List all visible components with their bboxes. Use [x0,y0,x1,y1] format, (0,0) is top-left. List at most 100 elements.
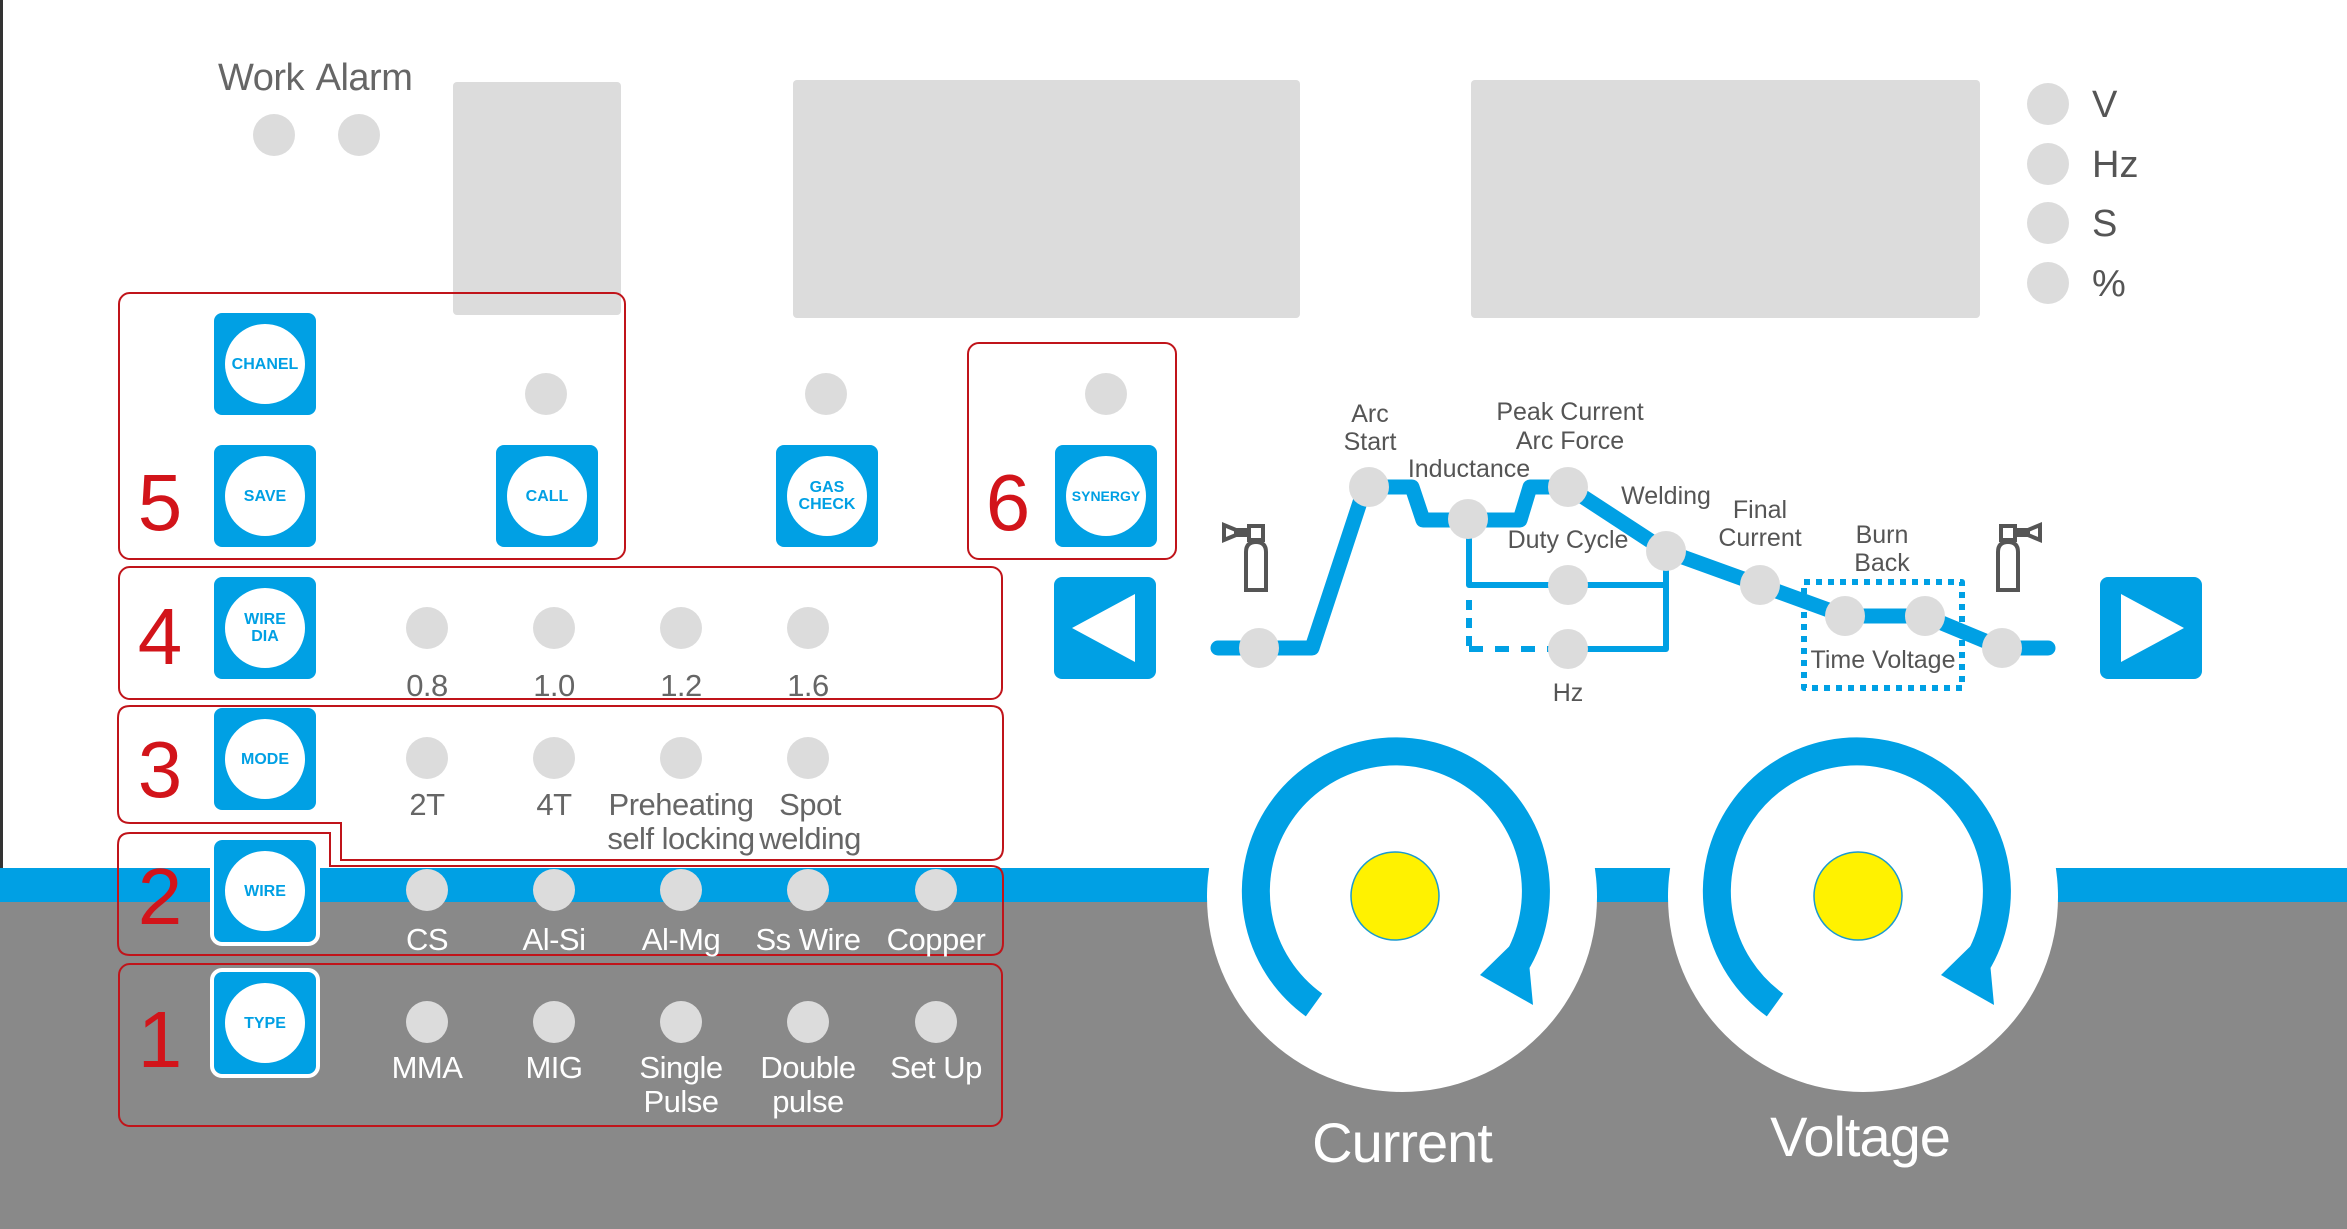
wire-dia-option-0: 0.8 [406,668,448,703]
burn-back-voltage-node [1905,596,1945,636]
voltage-knob[interactable] [1668,702,2058,1092]
unit-led-s [2027,202,2069,244]
alarm-led [338,114,380,156]
type-option-4-line1: Set Up [890,1050,982,1085]
wire-dia-option-3: 1.6 [787,668,829,703]
duty-cycle-branch [1466,519,1666,588]
section-6-box [967,342,1177,560]
unit-label-percent: % [2092,263,2126,305]
display-current [793,80,1300,318]
arc-start-label-line2: Start [1343,428,1397,456]
section-5-number: 5 [137,458,183,547]
wire-dia-option-1: 1.0 [533,668,575,703]
peak-current-label: Peak Current [1496,398,1644,426]
wire-option-0: CS [405,922,449,957]
left-arrow-icon [1072,594,1135,662]
wire-dia-led-3 [787,607,829,649]
type-led-1 [533,1001,575,1043]
duty-cycle-label: Duty Cycle [1507,526,1629,554]
type-led-3 [787,1001,829,1043]
wire-dia-led-2 [660,607,702,649]
mode-led-3 [787,737,829,779]
type-option-2-line2: Pulse [643,1084,719,1119]
work-label: Work [218,57,304,99]
burn-back-time-node [1825,596,1865,636]
display-voltage [1471,80,1980,318]
wire-option-2: Al-Mg [641,922,721,957]
type-button[interactable]: TYPE [210,968,320,1078]
work-led [253,114,295,156]
type-option-3-line2: pulse [772,1084,844,1119]
gas-check-led [805,373,847,415]
type-option-2-line1: Single [639,1050,723,1085]
mode-option-3-line1: Spot [779,787,841,822]
voltage-knob-center [1813,851,1903,941]
section-1-number: 1 [137,995,183,1084]
section-4-box [118,566,1003,700]
wire-led-4 [915,869,957,911]
synergy-button[interactable]: SYNERGY [1055,445,1157,547]
wire-dia-led-1 [533,607,575,649]
call-button[interactable]: CALL [496,445,598,547]
wire-dia-option-2: 1.2 [660,668,702,703]
mode-option-2-line1: Preheating [608,787,754,822]
section-3-outline [117,705,1004,861]
call-button-label: CALL [507,456,587,536]
mode-option-0-line1: 2T [409,787,445,822]
arc-start-node [1349,467,1389,507]
voltage-knob-label: Voltage [1770,1105,1951,1168]
mode-option-1-line1: 4T [536,787,572,822]
gas-check-label-line1: GAS [809,479,845,496]
mode-option-0: 2T [409,787,445,822]
wire-button[interactable]: WIRE [210,836,320,946]
section-1-box [118,963,1003,1127]
type-option-4: Set Up [890,1051,982,1085]
mode-option-2-line2: self locking [607,821,755,856]
type-led-0 [406,1001,448,1043]
unit-led-hz [2027,143,2069,185]
current-knob-arrow-icon [1241,737,1550,1017]
post-gas-node [1982,628,2022,668]
chanel-button[interactable]: CHANEL [214,313,316,415]
wire-led-3 [787,869,829,911]
burn-back-label-line1: Burn [1855,521,1909,549]
wire-led-1 [533,869,575,911]
wire-led-0 [406,869,448,911]
section-2-number: 2 [137,852,183,941]
wire-button-label: WIRE [225,851,305,931]
unit-label-hz: Hz [2092,144,2139,186]
section-6-number: 6 [985,458,1031,547]
section-3-number: 3 [137,725,183,814]
pre-gas-node [1239,628,1279,668]
call-led [525,373,567,415]
prev-parameter-button[interactable] [1054,577,1156,679]
peak-current-node [1548,467,1588,507]
mode-button[interactable]: MODE [214,708,316,810]
wire-dia-led-0 [406,607,448,649]
type-led-4 [915,1001,957,1043]
welding-label: Welding [1621,482,1711,510]
hz-label: Hz [1552,679,1584,707]
section-2-outline [117,832,1004,956]
wire-option-4: Copper [886,922,986,957]
current-knob-label: Current [1312,1111,1493,1174]
unit-label-v: V [2092,84,2118,126]
mode-led-2 [660,737,702,779]
unit-led-v [2027,83,2069,125]
duty-cycle-node [1548,565,1588,605]
current-knob[interactable] [1207,702,1597,1092]
next-parameter-button[interactable] [2100,577,2202,679]
type-option-3-line1: Double [760,1050,856,1085]
hz-node [1548,629,1588,669]
wire-led-2 [660,869,702,911]
save-button[interactable]: SAVE [214,445,316,547]
wire-dia-label-line1: WIRE [244,611,286,628]
mode-led-0 [406,737,448,779]
